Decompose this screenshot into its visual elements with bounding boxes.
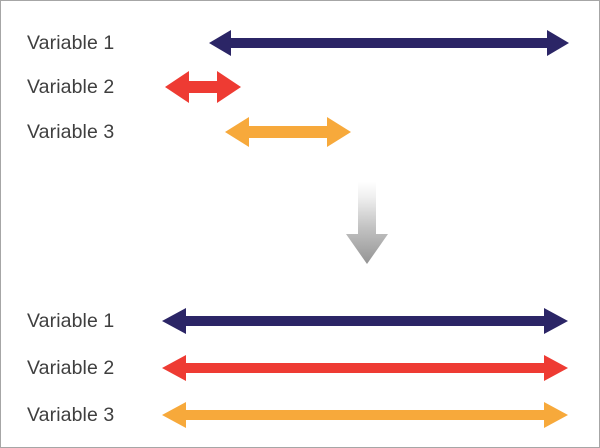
row-label-variable-1-top: Variable 1	[27, 32, 115, 54]
double-arrow-icon-variable-2-bottom	[162, 344, 568, 392]
table-row: Variable 3	[1, 108, 599, 156]
row-label-variable-1-bottom: Variable 1	[27, 310, 115, 332]
table-row: Variable 2	[1, 344, 599, 392]
row-label-variable-3-bottom: Variable 3	[27, 404, 115, 426]
table-row: Variable 3	[1, 391, 599, 439]
bottom-panel: Variable 1 Variable 2 Variable 3	[1, 286, 599, 447]
top-panel: Variable 1 Variable 2 Variable 3	[1, 1, 599, 176]
double-arrow-icon-variable-3-top	[225, 108, 351, 156]
double-arrow-icon-variable-1-top	[209, 19, 569, 67]
down-arrow-icon	[345, 182, 389, 266]
double-arrow-icon-variable-1-bottom	[162, 297, 568, 345]
row-label-variable-2-top: Variable 2	[27, 76, 115, 98]
double-arrow-icon-variable-2-top	[165, 63, 241, 111]
table-row: Variable 1	[1, 19, 599, 67]
table-row: Variable 1	[1, 297, 599, 345]
table-row: Variable 2	[1, 63, 599, 111]
row-label-variable-3-top: Variable 3	[27, 121, 115, 143]
double-arrow-icon-variable-3-bottom	[162, 391, 568, 439]
row-label-variable-2-bottom: Variable 2	[27, 357, 115, 379]
